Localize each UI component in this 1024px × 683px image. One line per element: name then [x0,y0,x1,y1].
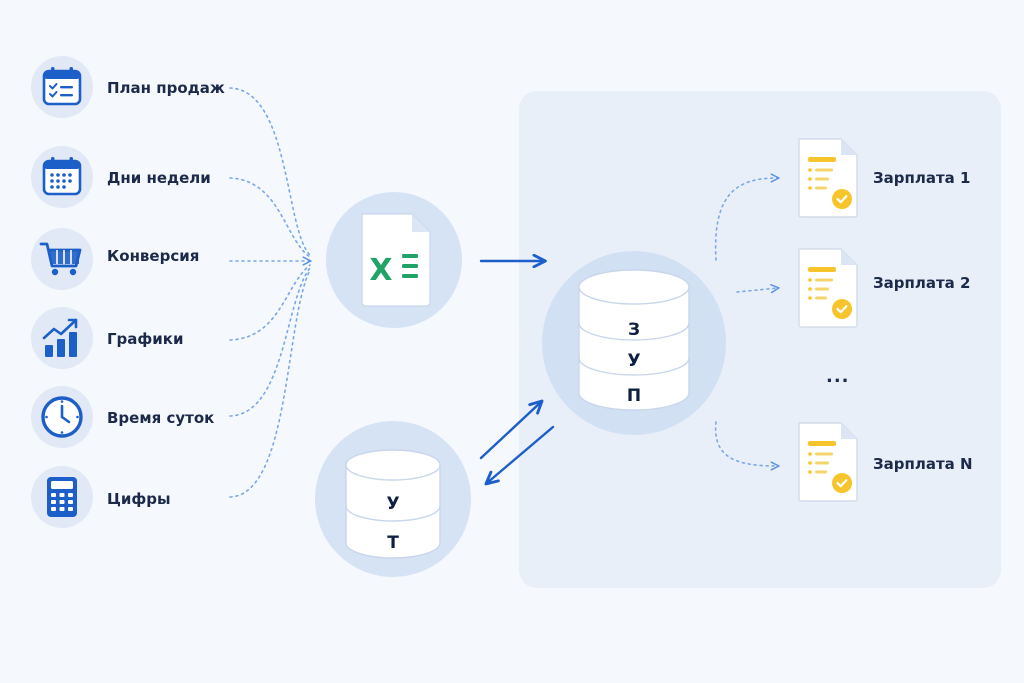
database-icon: У Т [345,449,441,559]
svg-text:X: X [369,253,392,288]
connector-digits [229,269,311,498]
calendar-checklist-icon [31,56,93,118]
source-label-charts: Графики [107,330,184,348]
source-label-plan: План продаж [107,79,225,97]
connector-days [229,177,311,258]
calculator-icon [31,466,93,528]
document-check-icon [795,137,861,223]
output-label-2: Зарплата 2 [873,274,971,292]
clock-icon [31,386,93,448]
document-check-icon [795,247,861,333]
source-label-days: Дни недели [107,169,211,187]
connector-time [229,267,311,417]
connector-charts [229,264,311,341]
more-outputs-ellipsis: ... [826,366,850,387]
ut-letter-t: Т [387,533,399,553]
connector-plan [229,87,311,256]
connector-out-2 [736,284,780,294]
output-label-n: Зарплата N [873,455,973,473]
connector-out-n [714,421,780,471]
zup-letter-u: У [627,351,640,371]
connector-out-1 [714,173,780,261]
excel-file-icon: X [361,213,431,307]
ut-letter-u: У [386,494,399,514]
ut-database-node: У Т [315,421,471,577]
excel-node: X [326,192,462,328]
zup-letter-p: П [627,386,641,406]
arrow-zup-to-ut [484,425,555,486]
source-label-conversion: Конверсия [107,247,200,265]
document-check-icon [795,421,861,507]
source-label-time: Время суток [107,409,215,427]
source-label-digits: Цифры [107,490,171,508]
zup-letter-z: З [628,320,640,340]
arrow-ut-to-zup [479,399,544,460]
bar-chart-trend-icon [31,307,93,369]
output-label-1: Зарплата 1 [873,169,971,187]
shopping-cart-icon [31,228,93,290]
database-icon: З У П [578,269,690,411]
calendar-icon [31,146,93,208]
zup-database-node: З У П [542,251,726,435]
